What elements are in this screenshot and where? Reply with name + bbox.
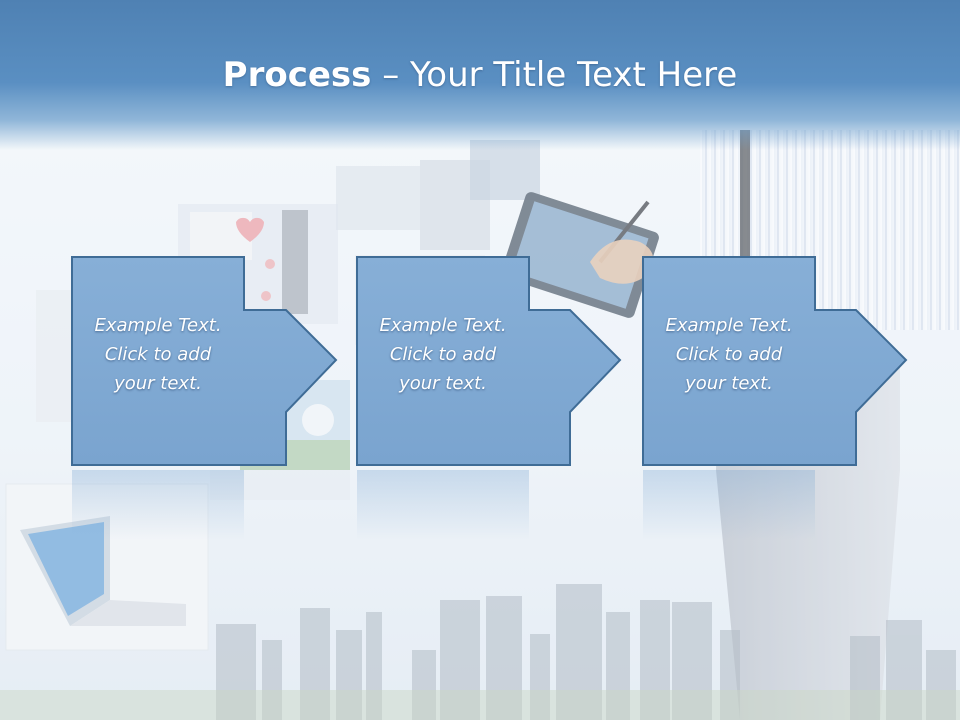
title-rest: Your Title Text Here: [410, 55, 738, 95]
step-3-line-2: Click to add: [675, 344, 783, 365]
slide-title[interactable]: Process – Your Title Text Here: [0, 52, 960, 98]
process-step-3[interactable]: [642, 256, 908, 466]
title-strong: Process: [222, 55, 372, 95]
title-band: [0, 0, 960, 150]
process-step-2[interactable]: [356, 256, 622, 466]
step-2-line-1: Example Text.: [379, 315, 507, 336]
step-1-text[interactable]: Example Text. Click to add your text.: [72, 311, 244, 398]
step-3-line-3: your text.: [685, 373, 773, 394]
step-2-line-2: Click to add: [389, 344, 497, 365]
title-separator: –: [371, 55, 411, 95]
step-1-line-2: Click to add: [104, 344, 212, 365]
step-3-reflection: [643, 470, 815, 540]
step-1-line-1: Example Text.: [94, 315, 222, 336]
step-2-reflection: [357, 470, 529, 540]
step-2-text[interactable]: Example Text. Click to add your text.: [357, 311, 529, 398]
step-3-text[interactable]: Example Text. Click to add your text.: [643, 311, 815, 398]
step-2-line-3: your text.: [399, 373, 487, 394]
step-3-line-1: Example Text.: [665, 315, 793, 336]
step-1-line-3: your text.: [114, 373, 202, 394]
process-step-1[interactable]: [71, 256, 338, 466]
step-1-reflection: [72, 470, 244, 540]
